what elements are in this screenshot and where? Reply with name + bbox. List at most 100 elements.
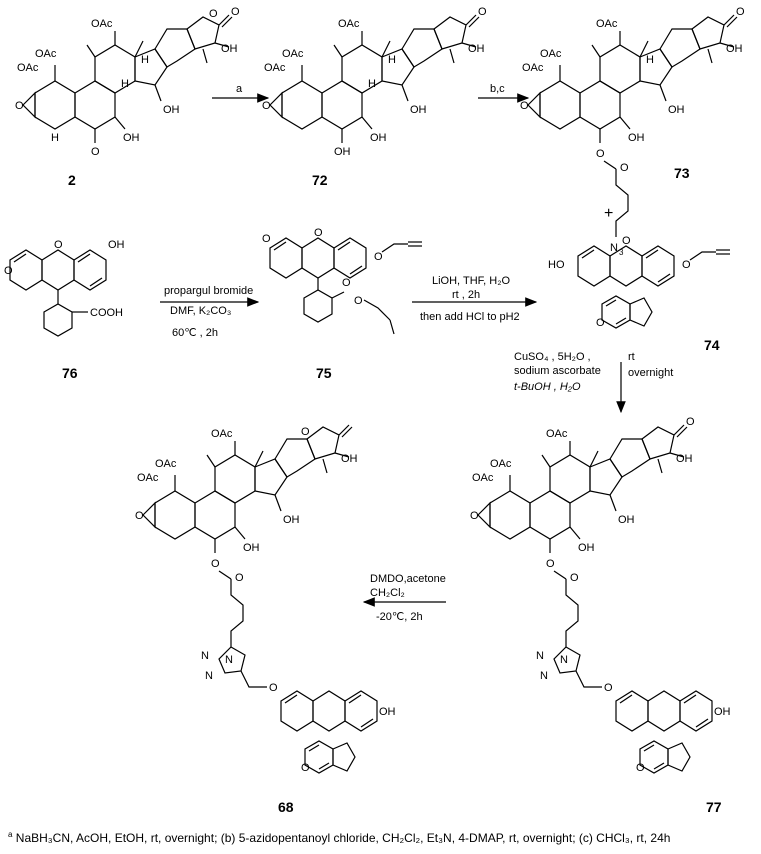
structure-compound-68: OAc OAc OAc OH OH OH O O O O N N N O OH … xyxy=(135,424,396,774)
atom-label: O xyxy=(301,762,310,774)
reagent-line: propargul bromide xyxy=(164,285,253,297)
compound-label-2: 2 xyxy=(68,172,76,188)
atom-label: O xyxy=(269,682,278,694)
atom-label: OAc xyxy=(282,48,304,60)
structure-compound-75: O O O O O xyxy=(262,227,422,335)
atom-label: OAc xyxy=(155,458,177,470)
atom-label: H xyxy=(141,54,149,66)
compound-label-74: 74 xyxy=(704,337,720,353)
atom-label: OH xyxy=(221,43,238,55)
plus-sign: + xyxy=(604,205,613,222)
atom-label: OH xyxy=(628,132,645,144)
atom-label-subscript: 3 xyxy=(619,248,624,257)
atom-label: OH xyxy=(668,104,685,116)
atom-label: OAc xyxy=(540,48,562,60)
compound-label-76: 76 xyxy=(62,365,78,381)
atom-label: H xyxy=(51,132,59,144)
atom-label: N xyxy=(536,650,544,662)
footnote-marker: a xyxy=(8,830,13,839)
atom-label: OH xyxy=(163,104,180,116)
compound-label-72: 72 xyxy=(312,172,328,188)
atom-label: O xyxy=(54,239,63,251)
atom-label: OAc xyxy=(211,428,233,440)
atom-label: OH xyxy=(123,132,140,144)
atom-label: N xyxy=(540,670,548,682)
atom-label: O xyxy=(636,762,645,774)
atom-label: OAc xyxy=(596,18,618,30)
reagent-line: CuSO₄ , 5H₂O , xyxy=(514,351,591,363)
atom-label: O xyxy=(342,277,351,289)
atom-label: OAc xyxy=(472,472,494,484)
atom-label: O xyxy=(235,572,244,584)
reagent-line: sodium ascorbate xyxy=(514,365,601,377)
atom-label: N xyxy=(225,654,233,666)
atom-label: O xyxy=(231,6,240,18)
scheme-footnote: a NaBH₃CN, AcOH, EtOH, rt, overnight; (b… xyxy=(8,830,753,845)
atom-label: O xyxy=(301,426,310,438)
reagent-line: overnight xyxy=(628,367,673,379)
compound-label-75: 75 xyxy=(316,365,332,381)
atom-label: OH xyxy=(379,706,396,718)
atom-label: O xyxy=(620,162,629,174)
footnote-text: NaBH₃CN, AcOH, EtOH, rt, overnight; (b) … xyxy=(12,831,671,845)
atom-label: OH xyxy=(334,146,351,158)
atom-label: OAc xyxy=(490,458,512,470)
compound-label-68: 68 xyxy=(278,799,294,815)
reagent-label-bc: b,c xyxy=(490,83,505,95)
atom-label: N xyxy=(201,650,209,662)
atom-label: O xyxy=(686,416,695,428)
atom-label: O xyxy=(622,235,631,247)
atom-label: O xyxy=(682,259,691,271)
atom-label: OH xyxy=(243,542,260,554)
atom-label: OAc xyxy=(338,18,360,30)
atom-label: O xyxy=(15,100,24,112)
atom-label: OAc xyxy=(137,472,159,484)
atom-label: OH xyxy=(108,239,125,251)
atom-label: OH xyxy=(468,43,485,55)
atom-label: OH xyxy=(341,453,358,465)
atom-label: O xyxy=(135,510,144,522)
compound-label-77: 77 xyxy=(706,799,722,815)
atom-label: OAc xyxy=(264,62,286,74)
structure-compound-73: OAc OAc OAc OH OH OH O O O O H N 3 xyxy=(520,6,745,257)
atom-label: H xyxy=(121,78,129,90)
atom-label: N xyxy=(610,242,618,254)
atom-label: OH xyxy=(714,706,731,718)
structure-compound-72: OAc OAc OAc OH OH OH OH O O H H xyxy=(262,6,487,158)
reagent-label-a: a xyxy=(236,83,243,95)
atom-label: O xyxy=(209,8,218,20)
atom-label: OH xyxy=(578,542,595,554)
atom-label: O xyxy=(374,251,383,263)
reagent-line: -20℃, 2h xyxy=(376,611,423,623)
atom-label: O xyxy=(262,233,271,245)
atom-label: OAc xyxy=(91,18,113,30)
atom-label: OAc xyxy=(546,428,568,440)
atom-label: OAc xyxy=(522,62,544,74)
atom-label: OH xyxy=(676,453,693,465)
structure-compound-74: HO O O O xyxy=(548,235,730,329)
atom-label: H xyxy=(388,54,396,66)
atom-label: O xyxy=(354,295,363,307)
structure-compound-2: OAc OAc OAc OH OH OH O O O O H H H xyxy=(15,6,240,158)
atom-label: O xyxy=(262,100,271,112)
atom-label: OH xyxy=(370,132,387,144)
atom-label: O xyxy=(314,227,323,239)
atom-label: O xyxy=(604,682,613,694)
structure-compound-77: OAc OAc OAc OH OH OH O O O O N N N O OH … xyxy=(470,416,731,774)
reagent-line: 60℃ , 2h xyxy=(172,327,218,339)
atom-label: H xyxy=(646,54,654,66)
atom-label: O xyxy=(596,317,605,329)
atom-label: OH xyxy=(283,514,300,526)
reagent-line: LiOH, THF, H₂O xyxy=(432,275,510,287)
atom-label: O xyxy=(470,510,479,522)
atom-label: O xyxy=(736,6,745,18)
reagent-line: then add HCl to pH2 xyxy=(420,311,520,323)
atom-label: N xyxy=(205,670,213,682)
structure-compound-76: O O OH COOH xyxy=(4,239,125,337)
reagent-line: DMF, K₂CO₃ xyxy=(170,305,231,317)
reagent-line: CH₂Cl₂ xyxy=(370,587,405,599)
atom-label: O xyxy=(546,558,555,570)
reagent-line: DMDO,acetone xyxy=(370,573,446,585)
atom-label: H xyxy=(368,78,376,90)
